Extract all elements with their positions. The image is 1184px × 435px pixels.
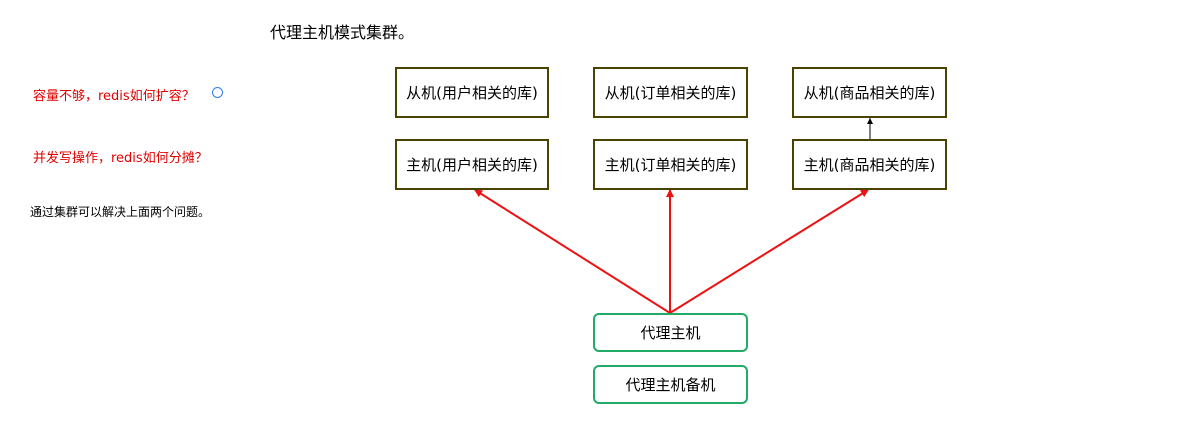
diagram-title: 代理主机模式集群。 [270,23,415,42]
master-product-db-label: 主机(商品相关的库) [803,156,936,174]
arrow-proxy-to-user-master [474,189,671,314]
proxy-host-box: 代理主机 [593,313,748,352]
slave-order-db-label: 从机(订单相关的库) [604,84,737,102]
proxy-host-label: 代理主机 [640,324,701,342]
slave-product-db-box: 从机(商品相关的库) [792,67,947,118]
note-concurrency: 并发写操作，redis如何分摊？ [33,151,208,166]
slave-user-db-box: 从机(用户相关的库) [395,67,549,118]
note-capacity: 容量不够，redis如何扩容？ [33,89,195,104]
circle-marker-icon [212,87,223,98]
slave-order-db-box: 从机(订单相关的库) [593,67,748,118]
proxy-backup-box: 代理主机备机 [593,365,748,404]
proxy-backup-label: 代理主机备机 [625,376,716,394]
master-order-db-box: 主机(订单相关的库) [593,139,748,190]
slave-user-db-label: 从机(用户相关的库) [406,84,538,102]
note-solution: 通过集群可以解决上面两个问题。 [30,205,211,219]
arrow-proxy-to-product-master [669,189,869,314]
master-order-db-label: 主机(订单相关的库) [604,156,737,174]
master-user-db-label: 主机(用户相关的库) [406,156,538,174]
master-user-db-box: 主机(用户相关的库) [395,139,549,190]
slave-product-db-label: 从机(商品相关的库) [803,84,936,102]
master-product-db-box: 主机(商品相关的库) [792,139,947,190]
